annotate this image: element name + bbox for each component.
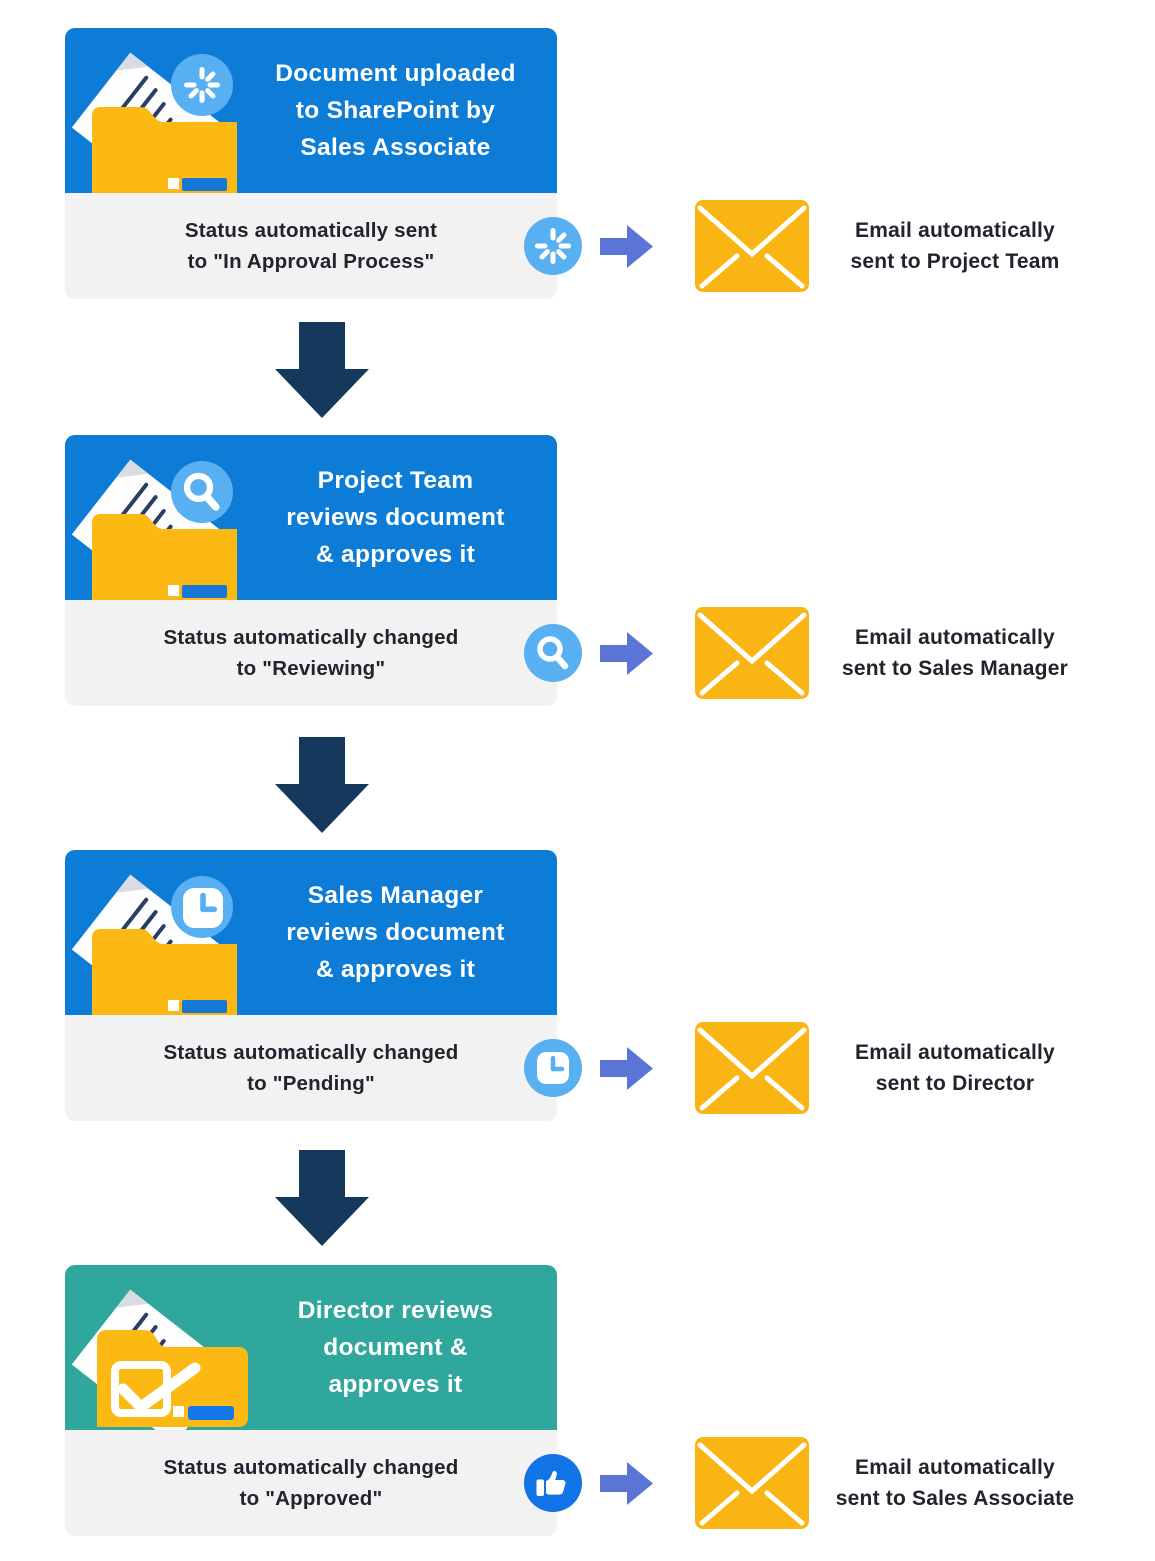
stage-header: Sales Manager reviews document & approve… (65, 850, 557, 1015)
email-note: Email automatically sent to Director (818, 1037, 1092, 1099)
arrow-right-icon (600, 1045, 653, 1092)
folder-document-illustration (65, 28, 557, 193)
stage-title-line: Document uploaded (275, 60, 516, 87)
arrow-down-icon (275, 322, 369, 418)
arrow-right-icon (600, 1460, 653, 1507)
badge-circle (171, 54, 233, 116)
email-note-line: Email automatically (855, 1456, 1055, 1479)
arrow-down-icon (275, 1150, 369, 1246)
stage-title-line: reviews document (286, 919, 505, 946)
status-panel: Status automatically changed to "Approve… (65, 1430, 557, 1536)
email-note-line: sent to Sales Associate (835, 1487, 1075, 1510)
stage-title: Document uploaded to SharePoint by Sales… (240, 28, 551, 193)
stage-title-line: document & (323, 1334, 468, 1361)
status-text-line: to "In Approval Process" (187, 250, 435, 273)
stage-card-project-team: Project Team reviews document & approves… (65, 435, 557, 706)
thumbs-up-icon (524, 1454, 582, 1512)
stage-title-line: Sales Associate (300, 134, 491, 161)
stage-title-line: reviews document (286, 504, 505, 531)
clock-icon (524, 1039, 582, 1097)
stage-title-line: Director reviews (297, 1297, 494, 1324)
status-text-line: Status automatically changed (163, 1041, 459, 1064)
folder-document-illustration (65, 850, 557, 1015)
magnifier-icon (524, 624, 582, 682)
email-note-line: Email automatically (855, 1041, 1055, 1064)
email-note-line: Email automatically (855, 626, 1055, 649)
email-note: Email automatically sent to Project Team (818, 215, 1092, 277)
stage-header: Document uploaded to SharePoint by Sales… (65, 28, 557, 193)
status-panel: Status automatically changed to "Pending… (65, 1015, 557, 1121)
stage-title-line: Sales Manager (307, 882, 484, 909)
badge-circle (171, 461, 233, 523)
check-square-icon (111, 1361, 201, 1417)
arrow-down-icon (275, 737, 369, 833)
envelope-icon (695, 607, 809, 699)
envelope-icon (695, 200, 809, 292)
stage-card-director: Director reviews document & approves it … (65, 1265, 557, 1536)
email-note-line: sent to Sales Manager (842, 657, 1068, 680)
status-panel: Status automatically sent to "In Approva… (65, 193, 557, 299)
stage-title-line: Project Team (317, 467, 474, 494)
email-note: Email automatically sent to Sales Manage… (818, 622, 1092, 684)
arrow-right-icon (600, 223, 653, 270)
arrow-right-icon (600, 630, 653, 677)
folder-detail-square (173, 1406, 184, 1417)
spinner-icon (524, 217, 582, 275)
status-text-line: to "Approved" (239, 1487, 383, 1510)
stage-title: Project Team reviews document & approves… (240, 435, 551, 600)
email-note-line: sent to Project Team (850, 250, 1060, 273)
status-text-line: Status automatically changed (163, 1456, 459, 1479)
stage-title-line: & approves it (315, 541, 476, 568)
email-note-line: sent to Director (875, 1072, 1035, 1095)
stage-card-sales-manager: Sales Manager reviews document & approve… (65, 850, 557, 1121)
email-note: Email automatically sent to Sales Associ… (818, 1452, 1092, 1514)
envelope-icon (695, 1022, 809, 1114)
stage-title: Director reviews document & approves it (240, 1265, 551, 1430)
stage-title-line: & approves it (315, 956, 476, 983)
status-text-line: Status automatically changed (163, 626, 459, 649)
status-text-line: Status automatically sent (184, 219, 438, 242)
folder-detail-dash (188, 1406, 234, 1420)
folder-document-illustration (65, 435, 557, 600)
stage-header: Director reviews document & approves it (65, 1265, 557, 1430)
status-text-line: to "Reviewing" (236, 657, 386, 680)
stage-card-upload: Document uploaded to SharePoint by Sales… (65, 28, 557, 299)
status-panel: Status automatically changed to "Reviewi… (65, 600, 557, 706)
stage-title: Sales Manager reviews document & approve… (240, 850, 551, 1015)
envelope-icon (695, 1437, 809, 1529)
email-note-line: Email automatically (855, 219, 1055, 242)
stage-title-line: approves it (328, 1371, 463, 1398)
folder-document-illustration (65, 1265, 248, 1430)
clock-icon (183, 888, 223, 928)
stage-header: Project Team reviews document & approves… (65, 435, 557, 600)
status-text-line: to "Pending" (247, 1072, 375, 1095)
stage-title-line: to SharePoint by (295, 97, 496, 124)
